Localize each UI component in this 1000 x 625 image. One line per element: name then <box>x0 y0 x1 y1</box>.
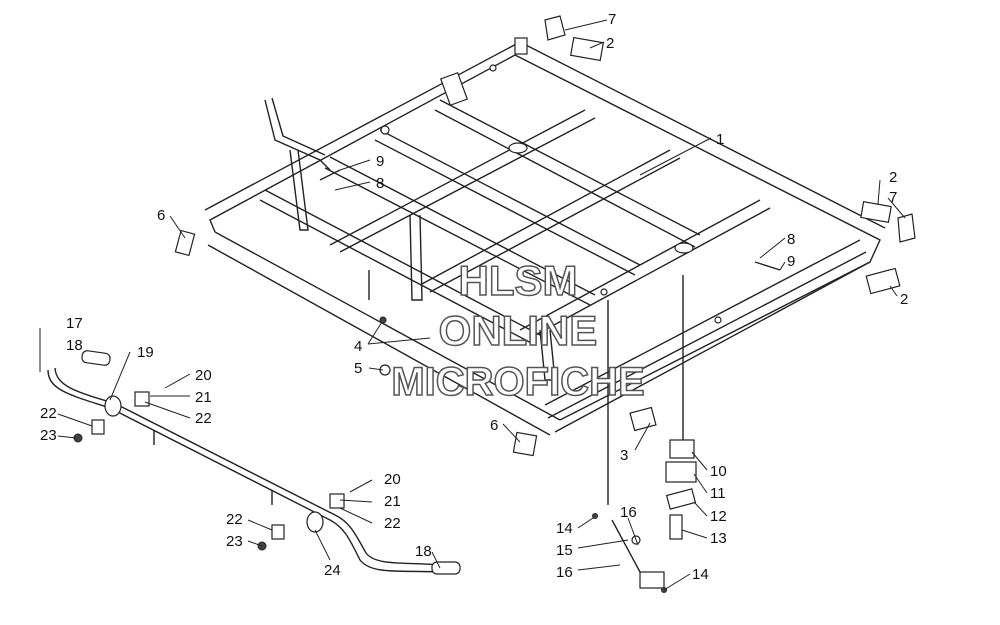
callout-21-left: 21 <box>195 389 212 406</box>
callout-labels: 1 2 2 2 3 4 5 6 6 7 7 8 8 9 9 10 11 12 1… <box>40 11 908 583</box>
callout-23-left: 23 <box>40 427 57 444</box>
end-cap-front <box>512 431 538 457</box>
watermark-line-2: ONLINE <box>439 307 598 354</box>
callout-20-right: 20 <box>384 471 401 488</box>
corner-cap-right <box>897 213 916 243</box>
callout-16-lower: 16 <box>556 564 573 581</box>
callout-8-right: 8 <box>787 231 795 248</box>
callout-16-upper: 16 <box>620 504 637 521</box>
callout-15: 15 <box>556 542 573 559</box>
end-caps <box>174 15 916 457</box>
callout-8-left: 8 <box>376 175 384 192</box>
fasteners <box>73 169 781 593</box>
callout-17: 17 <box>66 315 83 332</box>
latch-assembly <box>665 439 697 540</box>
watermark-line-3: MICROFICHE <box>391 360 644 404</box>
callout-18-left: 18 <box>66 337 83 354</box>
callout-9-left: 9 <box>376 153 384 170</box>
callout-18-right: 18 <box>415 543 432 560</box>
callout-12: 12 <box>710 508 727 525</box>
callout-19: 19 <box>137 344 154 361</box>
callout-7-top: 7 <box>608 11 616 28</box>
callout-14-right: 14 <box>692 566 709 583</box>
leader-lines <box>39 19 906 591</box>
frame-assembly <box>204 37 886 505</box>
callout-23-middle: 23 <box>226 533 243 550</box>
watermark-line-1: HLSM <box>459 257 578 304</box>
support-bar <box>47 350 461 575</box>
callout-5: 5 <box>354 360 362 377</box>
callout-22-middle: 22 <box>226 511 243 528</box>
callout-3: 3 <box>620 447 628 464</box>
watermark: HLSM ONLINE MICROFICHE <box>391 256 646 405</box>
callout-2-right-upper: 2 <box>889 169 897 186</box>
callout-4: 4 <box>354 338 362 355</box>
corner-cap-rear <box>544 15 566 41</box>
callout-9-right: 9 <box>787 253 795 270</box>
callout-22-left: 22 <box>40 405 57 422</box>
callout-6-front: 6 <box>490 417 498 434</box>
callout-11: 11 <box>710 485 726 502</box>
callout-20-left: 20 <box>195 367 212 384</box>
callout-2-right-lower: 2 <box>900 291 908 308</box>
callout-10: 10 <box>710 463 727 480</box>
callout-6-left: 6 <box>157 207 165 224</box>
callout-2-top: 2 <box>606 35 614 52</box>
callout-13: 13 <box>710 530 727 547</box>
prop-rod <box>611 519 665 589</box>
callout-21-right: 21 <box>384 493 401 510</box>
callout-7-right: 7 <box>889 189 897 206</box>
callout-24: 24 <box>324 562 341 579</box>
callout-22-right: 22 <box>384 515 401 532</box>
callout-22-upper-left: 22 <box>195 410 212 427</box>
callout-1: 1 <box>716 131 724 148</box>
callout-14-left: 14 <box>556 520 573 537</box>
end-cap-left <box>174 229 196 257</box>
